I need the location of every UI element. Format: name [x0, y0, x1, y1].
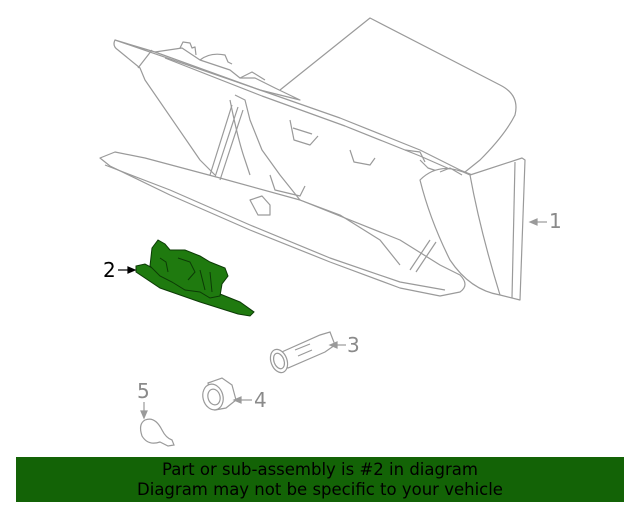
diagram-notice-banner: Part or sub-assembly is #2 in diagram Di… [16, 457, 624, 502]
banner-line-2: Diagram may not be specific to your vehi… [137, 480, 503, 499]
callout-3-leader [328, 341, 346, 349]
glove-box-latch[interactable] [135, 239, 255, 317]
stop-bumper[interactable] [139, 418, 175, 447]
callout-1-label: 1 [549, 209, 562, 233]
callout-5-label: 5 [137, 379, 150, 403]
callout-4-label: 4 [254, 388, 267, 412]
glove-box-assembly[interactable] [99, 17, 526, 301]
lamp-socket[interactable] [267, 331, 336, 375]
callout-2-label: 2 [103, 258, 116, 282]
callout-1-leader [528, 218, 547, 226]
callout-2-leader [118, 266, 137, 274]
callout-5-leader [140, 402, 148, 420]
callout-3-label: 3 [347, 333, 360, 357]
banner-line-1: Part or sub-assembly is #2 in diagram [162, 460, 478, 479]
bumper-grommet[interactable] [200, 377, 237, 412]
callout-4-leader [232, 396, 252, 404]
